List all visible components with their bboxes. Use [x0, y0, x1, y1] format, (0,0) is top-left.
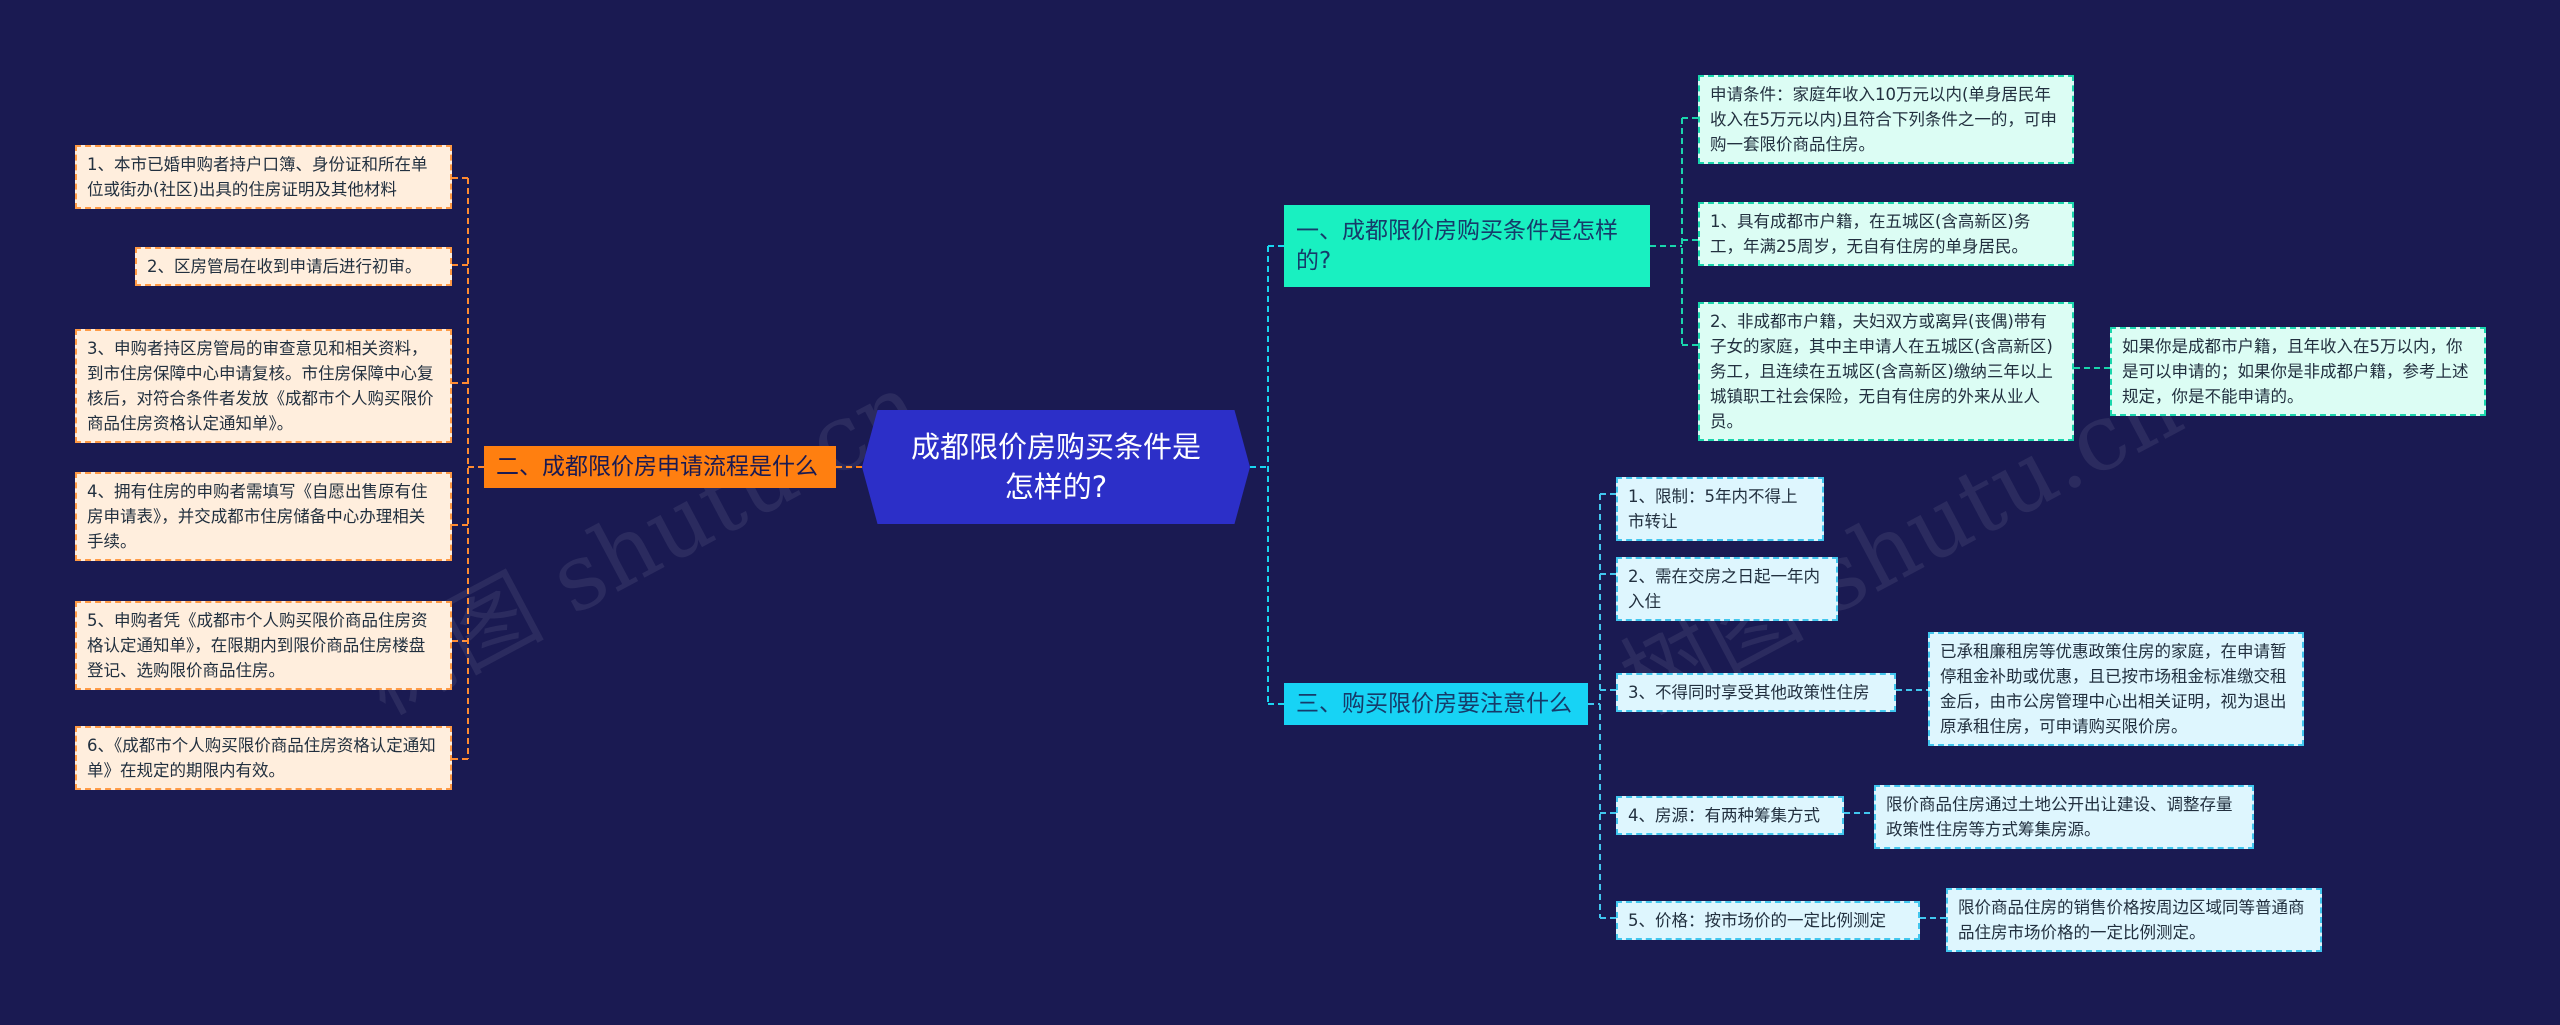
condition-non-local[interactable]: 2、非成都市户籍，夫妇双方或离异(丧偶)带有子女的家庭，其中主申请人在五城区(含…	[1698, 302, 2074, 441]
process-step-6[interactable]: 6、《成都市个人购买限价商品住房资格认定通知单》在规定的期限内有效。	[75, 726, 452, 790]
root-topic-label: 成都限价房购买条件是怎样的?	[910, 430, 1201, 504]
process-step-5[interactable]: 5、申购者凭《成都市个人购买限价商品住房资格认定通知单》，在限期内到限价商品住房…	[75, 601, 452, 690]
process-step-2[interactable]: 2、区房管局在收到申请后进行初审。	[135, 247, 452, 286]
precaution-housing-source[interactable]: 4、房源：有两种筹集方式	[1616, 796, 1844, 835]
process-step-4[interactable]: 4、拥有住房的申购者需填写《自愿出售原有住房申请表》，并交成都市住房储备中心办理…	[75, 472, 452, 561]
branch-application-process[interactable]: 二、成都限价房申请流程是什么	[484, 446, 836, 488]
branch-precautions[interactable]: 三、购买限价房要注意什么	[1284, 683, 1588, 725]
detail-other-policy[interactable]: 已承租廉租房等优惠政策住房的家庭，在申请暂停租金补助或优惠，且已按市场租金标准缴…	[1928, 632, 2304, 746]
precaution-resale-limit[interactable]: 1、限制：5年内不得上市转让	[1616, 477, 1824, 541]
precaution-other-policy[interactable]: 3、不得同时享受其他政策性住房	[1616, 673, 1896, 712]
precaution-price[interactable]: 5、价格：按市场价的一定比例测定	[1616, 901, 1920, 940]
process-step-1[interactable]: 1、本市已婚申购者持户口簿、身份证和所在单位或街办(社区)出具的住房证明及其他材…	[75, 145, 452, 209]
root-topic[interactable]: 成都限价房购买条件是怎样的?	[862, 410, 1250, 524]
branch-purchase-conditions[interactable]: 一、成都限价房购买条件是怎样的?	[1284, 205, 1650, 287]
branch-label: 二、成都限价房申请流程是什么	[496, 454, 818, 480]
condition-general[interactable]: 申请条件：家庭年收入10万元以内(单身居民年收入在5万元以内)且符合下列条件之一…	[1698, 75, 2074, 164]
detail-price[interactable]: 限价商品住房的销售价格按周边区域同等普通商品住房市场价格的一定比例测定。	[1946, 888, 2322, 952]
branch-label: 一、成都限价房购买条件是怎样的?	[1296, 218, 1618, 274]
process-step-3[interactable]: 3、申购者持区房管局的审查意见和相关资料，到市住房保障中心申请复核。市住房保障中…	[75, 329, 452, 443]
condition-local-resident[interactable]: 1、具有成都市户籍，在五城区(含高新区)务工，年满25周岁，无自有住房的单身居民…	[1698, 202, 2074, 266]
detail-housing-source[interactable]: 限价商品住房通过土地公开出让建设、调整存量政策性住房等方式筹集房源。	[1874, 785, 2254, 849]
condition-note[interactable]: 如果你是成都市户籍，且年收入在5万以内，你是可以申请的；如果你是非成都户籍，参考…	[2110, 327, 2486, 416]
precaution-move-in[interactable]: 2、需在交房之日起一年内入住	[1616, 557, 1838, 621]
branch-label: 三、购买限价房要注意什么	[1296, 691, 1572, 717]
